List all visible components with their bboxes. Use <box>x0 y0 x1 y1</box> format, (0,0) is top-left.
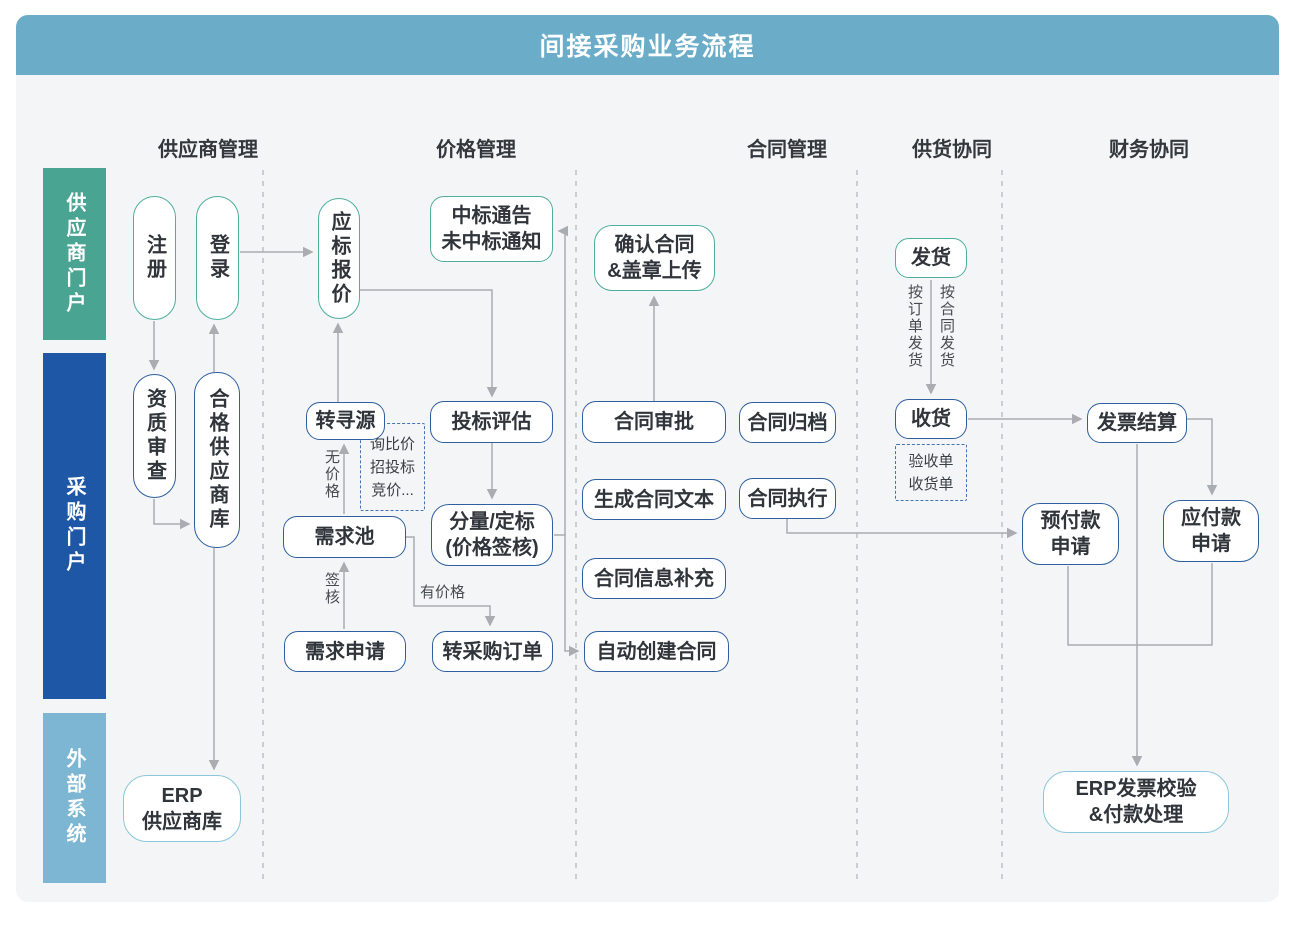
node-confirm-contract-stamp-upload: 确认合同 &盖章上传 <box>594 225 715 291</box>
node-to-purchase-order: 转采购订单 <box>432 631 553 672</box>
node-login: 登录 <box>196 196 239 320</box>
node-generate-contract-text: 生成合同文本 <box>582 479 726 520</box>
node-receipt-docs-note: 验收单 收货单 <box>895 444 967 501</box>
node-sourcing-methods-note: 询比价 招投标 竞价... <box>360 423 425 511</box>
node-allocation-award: 分量/定标 (价格签核) <box>431 504 553 566</box>
node-bid-evaluation: 投标评估 <box>430 401 553 443</box>
node-contract-info-supplement: 合同信息补充 <box>582 558 726 599</box>
title-bar: 间接采购业务流程 <box>16 15 1279 75</box>
node-prepayment-request: 预付款 申请 <box>1022 503 1119 565</box>
node-award-notice: 中标通告 未中标通知 <box>430 196 553 262</box>
node-invoice-settlement: 发票结算 <box>1087 403 1187 443</box>
node-auto-create-contract: 自动创建合同 <box>584 631 729 672</box>
column-header-supply-collab: 供货协同 <box>912 139 992 161</box>
column-header-finance-collab: 财务协同 <box>1109 139 1189 161</box>
page-title: 间接采购业务流程 <box>539 33 756 61</box>
node-contract-execution: 合同执行 <box>739 478 836 519</box>
node-erp-supplier-pool: ERP 供应商库 <box>123 775 241 842</box>
node-receive-goods: 收货 <box>895 399 967 439</box>
column-header-supplier-mgmt: 供应商管理 <box>158 139 258 161</box>
node-demand-pool: 需求池 <box>283 516 406 558</box>
edge-label-sign-off: 签核 <box>323 572 340 606</box>
column-header-contract-mgmt: 合同管理 <box>747 139 827 161</box>
node-bid-quote: 应标报价 <box>318 198 360 319</box>
node-erp-invoice-check-payment: ERP发票校验 &付款处理 <box>1043 771 1229 833</box>
node-contract-archive: 合同归档 <box>739 402 836 443</box>
node-ship-goods: 发货 <box>895 238 967 278</box>
node-payable-request: 应付款 申请 <box>1163 500 1259 562</box>
edge-label-ship-by-order: 按订单发货 <box>906 284 923 369</box>
node-contract-approval: 合同审批 <box>582 401 726 443</box>
edge-label-no-price: 无价格 <box>323 449 340 500</box>
lane-purchase-portal: 采购门户 <box>43 353 106 699</box>
node-demand-request: 需求申请 <box>284 631 406 672</box>
column-header-price-mgmt: 价格管理 <box>436 139 516 161</box>
edge-label-has-price: 有价格 <box>420 584 466 601</box>
lane-external-system: 外部系统 <box>43 713 106 883</box>
edge-label-ship-by-contract: 按合同发货 <box>938 284 955 369</box>
node-qualification-review: 资质审查 <box>133 374 176 498</box>
node-qualified-supplier-pool: 合格供应商库 <box>194 372 240 548</box>
lane-supplier-portal: 供应商门户 <box>43 168 106 340</box>
node-to-sourcing: 转寻源 <box>306 402 385 440</box>
node-register: 注册 <box>133 196 176 320</box>
